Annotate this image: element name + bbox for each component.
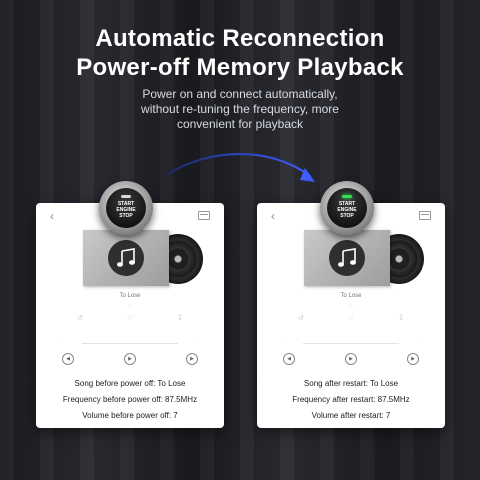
playback-controls: ◀ ▶ ▶ xyxy=(283,353,419,365)
play-icon[interactable]: ▶ xyxy=(124,353,136,365)
download-icon[interactable]: ↧ xyxy=(177,315,183,322)
frequency-info: Frequency before power off: 87.5MHz xyxy=(62,395,198,404)
prev-icon[interactable]: ◀ xyxy=(283,353,295,365)
engine-start-button-on[interactable]: START ENGINE STOP xyxy=(320,181,374,235)
share-icon[interactable]: ↺ xyxy=(77,315,83,322)
sleeve-disc xyxy=(329,240,365,276)
download-icon[interactable]: ↧ xyxy=(398,315,404,322)
engine-label-engine: ENGINE xyxy=(116,207,136,213)
playback-controls: ◀ ▶ ▶ xyxy=(62,353,198,365)
curved-arrow-icon xyxy=(167,153,315,182)
engine-button-face: START ENGINE STOP xyxy=(106,188,146,228)
title-line-2: Power-off Memory Playback xyxy=(76,54,404,81)
state-info: Song before power off: To Lose Frequency… xyxy=(36,377,224,425)
engine-label-start: START xyxy=(338,201,356,207)
volume-info: Volume after restart: 7 xyxy=(311,411,391,420)
album-art xyxy=(83,230,203,286)
heart-icon[interactable]: ♡ xyxy=(347,315,355,322)
phone-card-after: ‹ To Lose — ↺ ♡ ↧ · · ◀ ▶ ▶ Song after r… xyxy=(257,203,445,428)
elapsed-time: · xyxy=(283,341,284,345)
led-off-icon xyxy=(121,195,131,198)
title-line-1: Automatic Reconnection xyxy=(95,25,385,52)
sleeve-disc xyxy=(108,240,144,276)
progress-bar[interactable]: · · xyxy=(283,341,419,347)
song-info: Song before power off: To Lose xyxy=(74,379,186,388)
engine-label-start: START xyxy=(117,201,135,207)
music-note-icon xyxy=(338,248,356,267)
song-title: To Lose xyxy=(340,293,362,299)
song-artist: — xyxy=(349,302,353,307)
page-subtitle: Power on and connect automatically, with… xyxy=(70,87,410,132)
back-arrow-icon[interactable]: ‹ xyxy=(271,209,275,223)
album-sleeve xyxy=(83,230,169,286)
share-icon[interactable]: ↺ xyxy=(298,315,304,322)
engine-label-stop: STOP xyxy=(119,213,133,219)
total-time: · xyxy=(418,341,419,345)
engine-button-face: START ENGINE STOP xyxy=(327,188,367,228)
progress-track[interactable] xyxy=(303,343,399,344)
album-art xyxy=(304,230,424,286)
elapsed-time: · xyxy=(62,341,63,345)
progress-track[interactable] xyxy=(82,343,178,344)
play-icon[interactable]: ▶ xyxy=(345,353,357,365)
action-row: ↺ ♡ ↧ xyxy=(297,315,405,322)
song-title: To Lose xyxy=(119,293,141,299)
state-info: Song after restart: To Lose Frequency af… xyxy=(257,377,445,425)
menu-icon[interactable] xyxy=(419,211,431,220)
action-row: ↺ ♡ ↧ xyxy=(76,315,184,322)
heart-icon[interactable]: ♡ xyxy=(126,315,134,322)
progress-bar[interactable]: · · xyxy=(62,341,198,347)
subtitle-line-3: convenient for playback xyxy=(176,117,304,131)
engine-label-stop: STOP xyxy=(340,213,354,219)
song-artist: — xyxy=(128,302,132,307)
engine-start-button-off[interactable]: START ENGINE STOP xyxy=(99,181,153,235)
frequency-info: Frequency after restart: 87.5MHz xyxy=(292,395,410,404)
phone-card-before: ‹ To Lose — ↺ ♡ ↧ · · ◀ ▶ ▶ Song before … xyxy=(36,203,224,428)
next-icon[interactable]: ▶ xyxy=(186,353,198,365)
prev-icon[interactable]: ◀ xyxy=(62,353,74,365)
music-note-icon xyxy=(117,248,135,267)
menu-icon[interactable] xyxy=(198,211,210,220)
song-info: Song after restart: To Lose xyxy=(303,379,399,388)
volume-info: Volume before power off: 7 xyxy=(82,411,178,420)
back-arrow-icon[interactable]: ‹ xyxy=(50,209,54,223)
led-on-icon xyxy=(342,195,352,198)
subtitle-line-1: Power on and connect automatically, xyxy=(142,87,338,101)
subtitle-line-2: without re-tuning the frequency, more xyxy=(141,102,339,116)
total-time: · xyxy=(197,341,198,345)
engine-label-engine: ENGINE xyxy=(337,207,357,213)
page-title: Automatic Reconnection Power-off Memory … xyxy=(0,24,480,82)
album-sleeve xyxy=(304,230,390,286)
next-icon[interactable]: ▶ xyxy=(407,353,419,365)
